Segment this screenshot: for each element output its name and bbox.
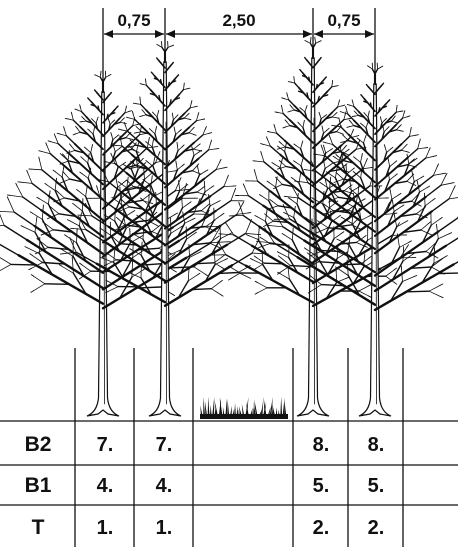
tree-icon	[256, 62, 458, 417]
table-cell: 4.	[156, 475, 173, 497]
table-cell: 5.	[368, 475, 385, 497]
dimension-label-left: 0,75	[117, 11, 150, 30]
row-label: T	[32, 516, 45, 539]
dimension-lines	[102, 8, 376, 92]
table-cell: 1.	[97, 517, 114, 539]
table-cell: 5.	[313, 475, 330, 497]
grass-icon	[200, 396, 288, 419]
table-cell: 8.	[313, 434, 330, 456]
table-row: T 1. 1. 2. 2.	[32, 516, 385, 539]
planting-table	[0, 348, 458, 547]
row-label: B1	[25, 474, 52, 497]
tree-group	[0, 36, 458, 417]
table-cell: 7.	[156, 434, 173, 456]
table-cell: 7.	[97, 434, 114, 456]
dimension-label-center: 2,50	[222, 11, 255, 30]
tree-icon	[59, 40, 269, 417]
table-cell: 1.	[156, 517, 173, 539]
table-cell: 8.	[368, 434, 385, 456]
row-label: B2	[25, 433, 52, 456]
table-row: B1 4. 4. 5. 5.	[25, 474, 385, 497]
table-cell: 2.	[313, 517, 330, 539]
table-cell: 4.	[97, 475, 114, 497]
tree-icon	[209, 36, 417, 417]
table-row: B2 7. 7. 8. 8.	[25, 433, 385, 456]
table-cell: 2.	[368, 517, 385, 539]
dimension-label-right: 0,75	[327, 11, 360, 30]
